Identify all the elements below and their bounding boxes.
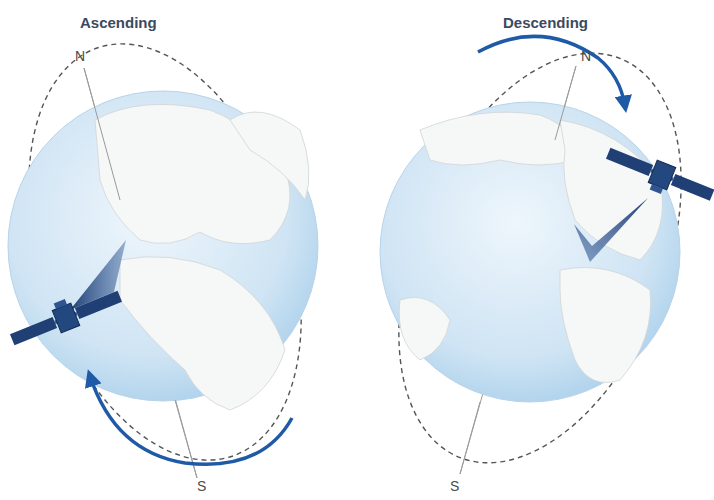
pole-label: N [581, 48, 591, 64]
earth-globe [380, 102, 680, 402]
land-masses [399, 112, 662, 382]
sensor-beam [574, 198, 648, 262]
solar-panel [671, 174, 714, 201]
pole-label: N [75, 48, 85, 64]
satellite [5, 280, 124, 351]
satellite-antenna [650, 184, 663, 194]
direction-arrow [90, 376, 292, 464]
land-mass [560, 120, 663, 260]
pole-label: S [197, 478, 206, 494]
land-mass [120, 257, 285, 410]
panel-heading: Ascending [80, 14, 157, 31]
solar-panel [75, 291, 122, 319]
satellite [601, 142, 714, 212]
solar-panel [10, 317, 57, 345]
land-mass [420, 112, 576, 165]
solar-panel [606, 148, 653, 176]
orbit-path [0, 9, 350, 495]
orbit-path [344, 12, 714, 500]
land-mass [230, 112, 309, 200]
earth-axis [460, 402, 480, 474]
earth-axis [555, 66, 576, 140]
satellite-antenna [54, 299, 67, 309]
land-mass [560, 268, 651, 383]
pole-label: S [450, 478, 459, 494]
earth-axis [175, 400, 197, 478]
earth-axis [84, 68, 120, 200]
panel-heading: Descending [503, 14, 588, 31]
land-masses [95, 104, 309, 410]
land-mass [399, 298, 450, 361]
direction-arrow [478, 36, 625, 106]
